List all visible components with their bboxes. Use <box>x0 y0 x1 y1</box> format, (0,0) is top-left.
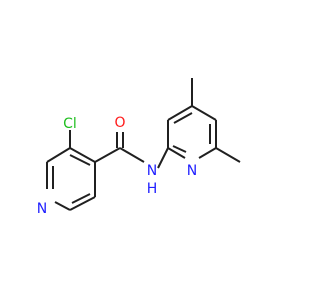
atom-labels: Cl O N H N N <box>37 115 197 217</box>
bond <box>69 147 96 163</box>
bond <box>54 201 71 211</box>
molecule-structure: Cl O N H N N <box>37 78 241 217</box>
amide-h-label: H <box>147 181 158 197</box>
bond <box>71 193 91 204</box>
pyridine-n-right-label: N <box>187 163 197 179</box>
bonds <box>46 78 241 211</box>
bond <box>173 112 193 124</box>
pyridine-n-left-label: N <box>37 201 47 217</box>
bond <box>191 105 217 121</box>
bond <box>69 154 91 166</box>
bond <box>198 147 217 159</box>
bond <box>119 147 145 163</box>
molecule-diagram: Cl O N H N N <box>37 78 241 217</box>
bond <box>172 145 187 153</box>
bond <box>215 147 241 163</box>
bond <box>157 147 169 169</box>
bond <box>167 105 193 121</box>
amide-n-label: N <box>147 163 157 179</box>
chlorine-label: Cl <box>63 116 77 132</box>
bond <box>167 147 186 159</box>
bond <box>69 196 96 211</box>
oxygen-label: O <box>114 115 125 131</box>
bond <box>94 147 121 163</box>
bond <box>46 147 71 163</box>
